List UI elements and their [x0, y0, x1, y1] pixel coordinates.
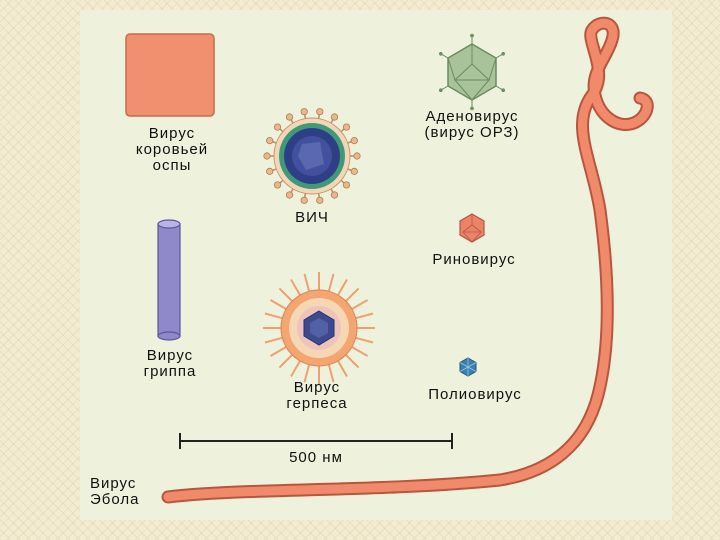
cowpox-label-line2: коровьей	[135, 141, 209, 158]
hiv-spike-knob	[342, 181, 351, 189]
scale-bar	[179, 433, 453, 449]
influenza-label: Вирус гриппа	[130, 348, 210, 380]
adeno-fiber-knob	[501, 52, 505, 56]
cowpox-virus-shape	[125, 33, 215, 117]
ebola-label: Вирус Эбола	[90, 476, 158, 508]
herpes-spike	[270, 345, 289, 357]
adeno-fiber-knob	[470, 33, 474, 38]
herpes-label-line2: герпеса	[286, 395, 348, 412]
herpes-spike	[290, 279, 302, 298]
adeno-fiber-knob	[501, 88, 505, 92]
hiv-spike-knob	[273, 181, 282, 189]
hiv-spike-knob	[342, 123, 351, 131]
herpes-spike	[336, 358, 348, 377]
influenza-virus-shape	[157, 219, 181, 341]
herpes-spike	[264, 312, 285, 320]
cowpox-label: Вирус коровьей оспы	[122, 126, 222, 174]
poliovirus-label: Полиовирус	[410, 387, 540, 403]
poliovirus-label-text: Полиовирус	[428, 386, 522, 403]
hiv-virus-shape	[263, 108, 361, 204]
ebola-label-line1: Вирус	[90, 475, 137, 492]
rhinovirus-label: Риновирус	[412, 252, 536, 268]
hiv-spike-knob	[285, 191, 294, 199]
herpes-spike	[303, 362, 311, 383]
adeno-fiber-knob	[439, 88, 443, 92]
rhinovirus-label-text: Риновирус	[432, 251, 516, 268]
adeno-fiber-knob	[439, 52, 443, 56]
hiv-label-text: ВИЧ	[295, 209, 329, 226]
herpes-spike	[327, 362, 335, 383]
hiv-spike-knob	[263, 152, 271, 160]
diagram-graphics	[125, 16, 654, 504]
herpes-spike	[270, 299, 289, 311]
cowpox-label-line3: оспы	[152, 157, 192, 174]
influenza-label-line2: гриппа	[143, 363, 197, 380]
herpes-spike	[343, 352, 360, 369]
herpes-label: Вирус герпеса	[272, 380, 362, 412]
rhinovirus-shape	[459, 213, 485, 243]
herpes-spike	[343, 287, 360, 304]
hiv-spike-knob	[300, 108, 308, 116]
herpes-spike	[278, 352, 295, 369]
herpes-label-line1: Вирус	[293, 379, 341, 396]
hiv-spike-knob	[350, 167, 358, 175]
herpes-spike	[303, 273, 311, 294]
hiv-spike-knob	[350, 137, 358, 145]
hiv-spike-knob	[273, 123, 282, 131]
herpes-spike	[349, 299, 368, 311]
adenovirus-shape	[439, 33, 505, 111]
hiv-spike-knob	[266, 137, 274, 145]
poliovirus-shape	[459, 357, 477, 377]
herpes-spike	[336, 279, 348, 298]
hiv-spike-knob	[300, 196, 308, 204]
hiv-spike-knob	[266, 167, 274, 175]
adeno-fiber-knob	[470, 106, 474, 111]
hiv-spike-knob	[316, 108, 324, 116]
hiv-label: ВИЧ	[276, 210, 348, 226]
cowpox-label-line1: Вирус	[148, 125, 196, 142]
herpes-spike	[290, 358, 302, 377]
hiv-spike-knob	[285, 113, 294, 121]
adenovirus-label-line1: Аденовирус	[425, 108, 519, 125]
virus-size-diagram: Вирус коровьей оспы ВИЧ Аденовирус (виру…	[80, 10, 672, 520]
scale-bar-label-text: 500 нм	[289, 449, 343, 466]
adenovirus-label-line2: (вирус ОРЗ)	[424, 124, 520, 141]
herpes-spike	[264, 336, 285, 344]
ebola-label-line2: Эбола	[90, 491, 140, 508]
ebola-virus-shape	[161, 16, 654, 504]
herpes-spike	[349, 345, 368, 357]
herpes-virus-shape	[263, 272, 375, 384]
hiv-spike-knob	[353, 152, 361, 160]
hiv-spike-knob	[330, 113, 339, 121]
scale-bar-label: 500 нм	[266, 450, 366, 466]
adenovirus-label: Аденовирус (вирус ОРЗ)	[402, 109, 542, 141]
herpes-spike	[353, 312, 374, 320]
herpes-spike	[327, 273, 335, 294]
influenza-label-line1: Вирус	[146, 347, 194, 364]
herpes-spike	[353, 336, 374, 344]
hiv-spike-knob	[330, 191, 339, 199]
hiv-spike-knob	[316, 196, 324, 204]
herpes-spike	[278, 287, 295, 304]
